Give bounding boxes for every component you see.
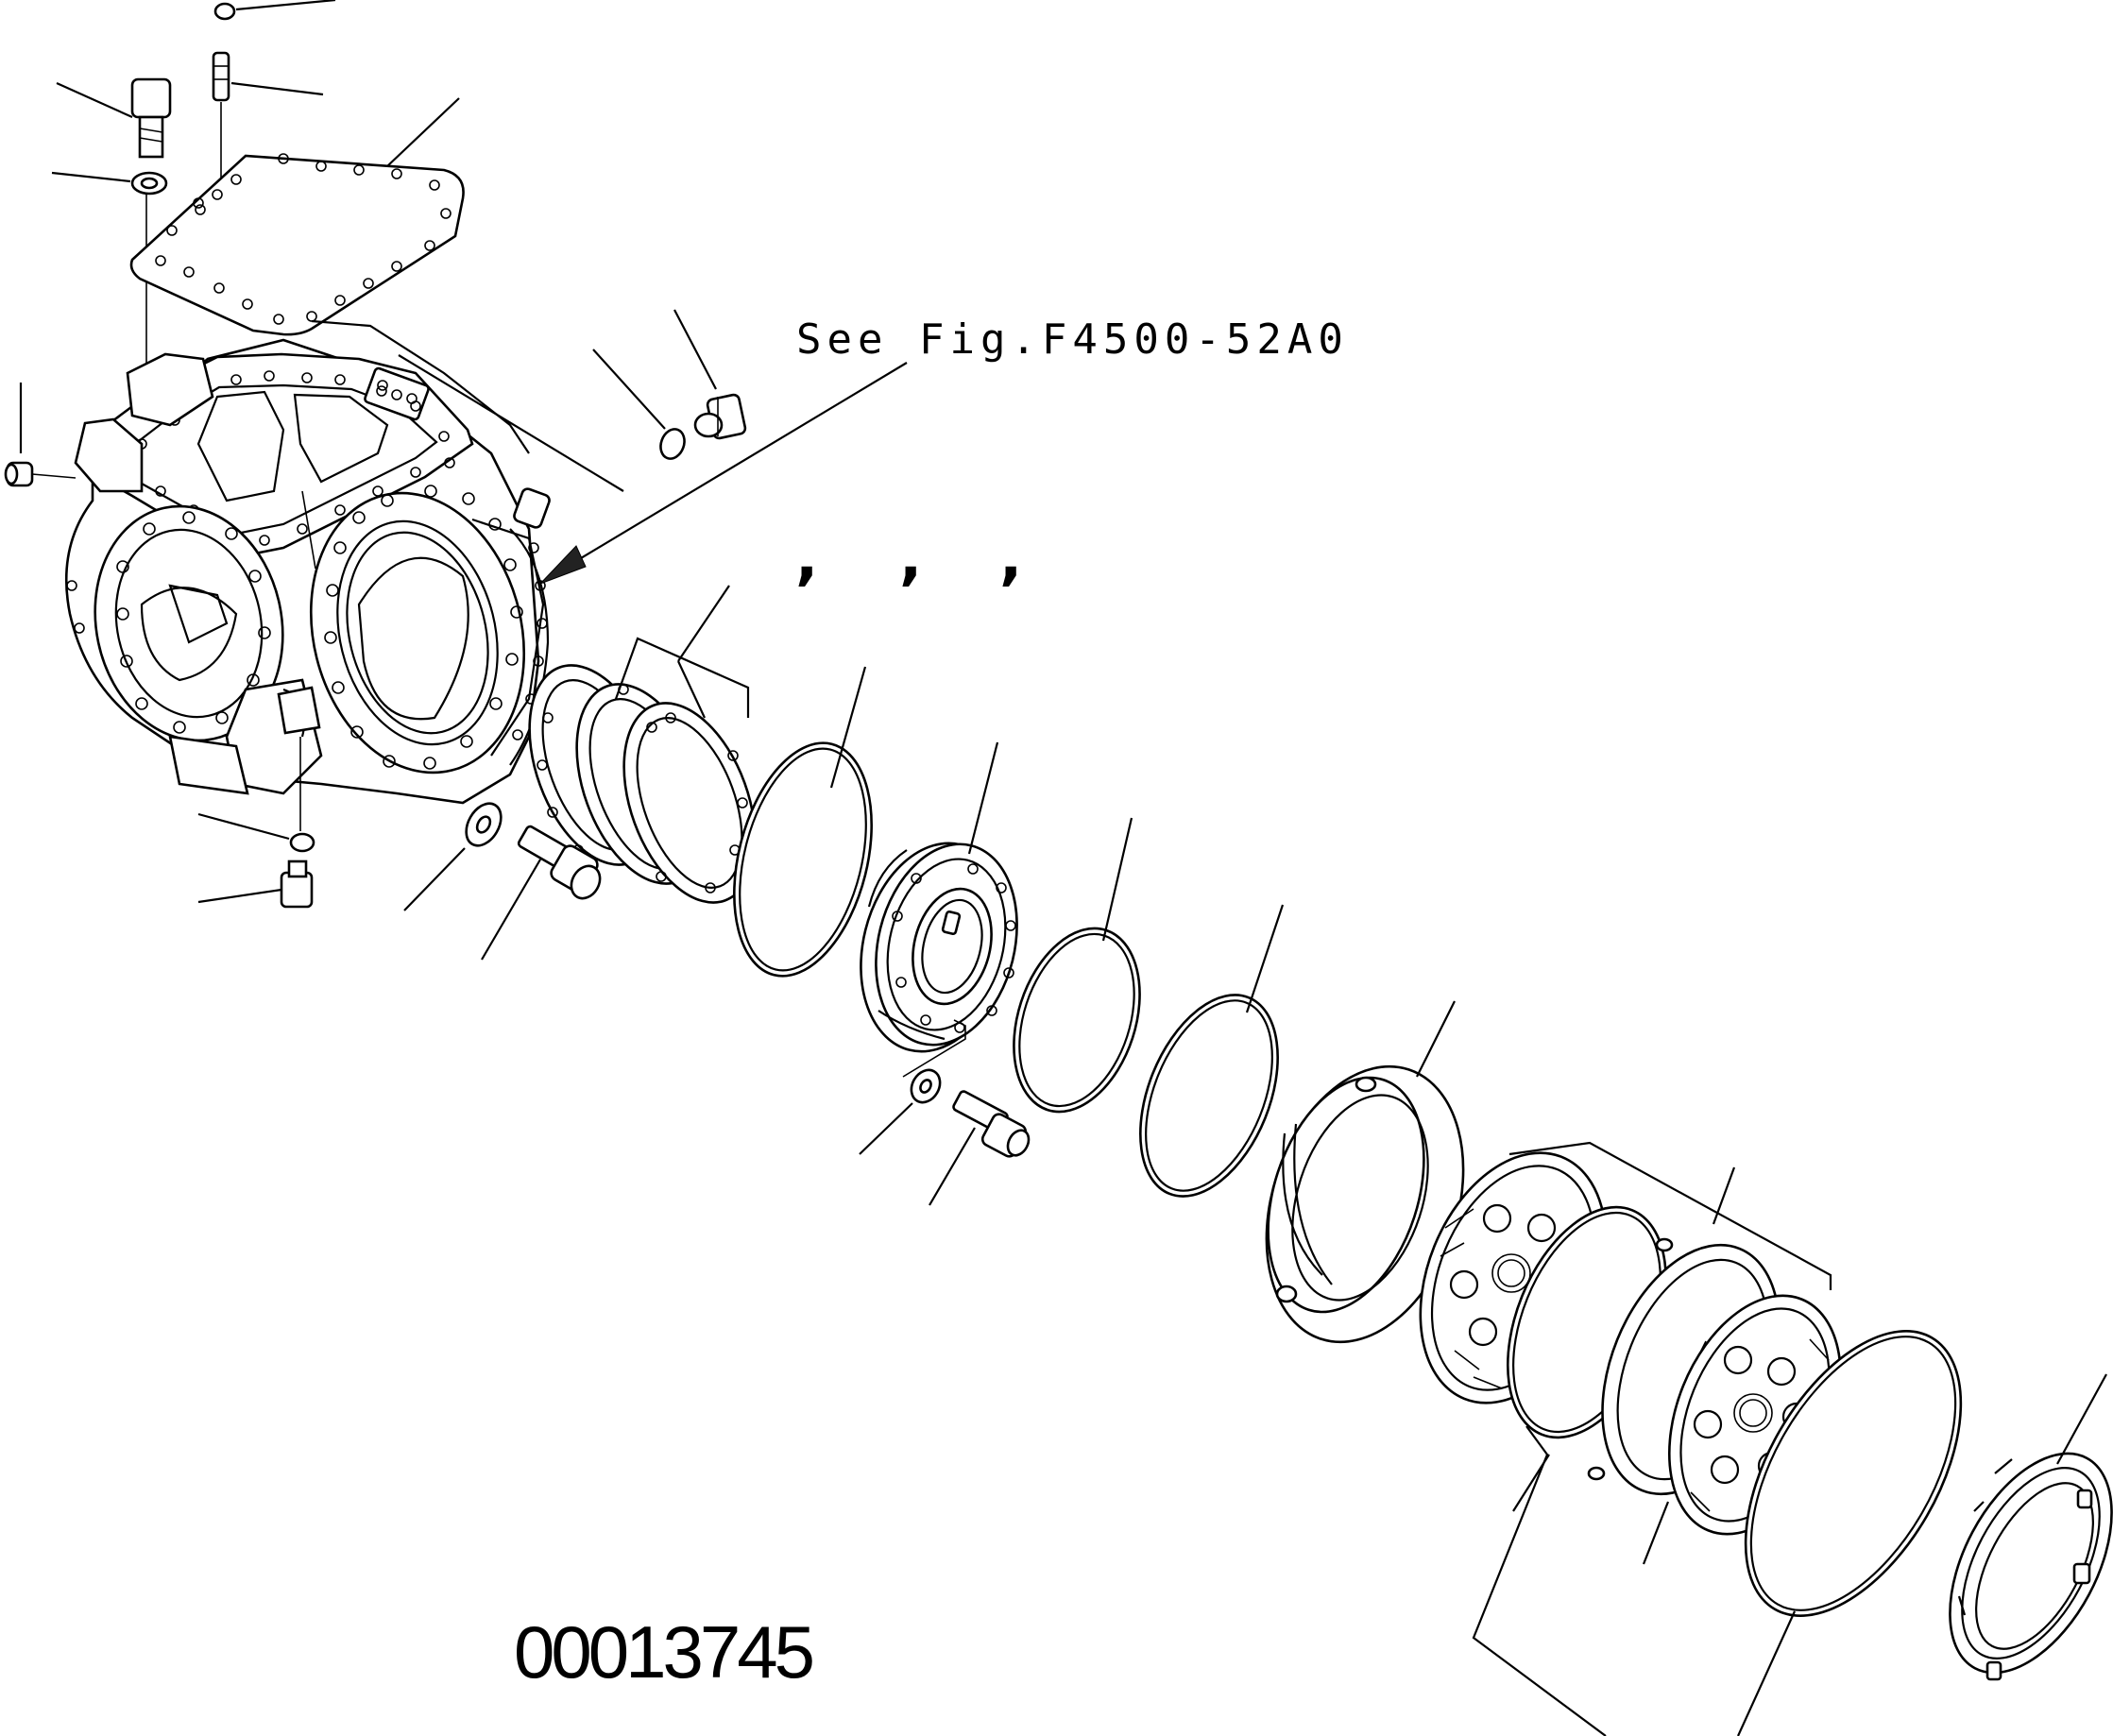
washer-small [859,1068,942,1155]
comma-3: , [999,523,1022,593]
drawing-number: 00013745 [514,1610,813,1693]
piston-retainer [860,741,1018,1078]
housing-right-bearing-area [471,487,551,766]
o-ring-2 [1013,817,1141,1114]
cover-holes [155,153,452,325]
cover-plate [129,97,465,336]
comma-2: , [899,523,922,593]
grease-fitting [212,51,324,189]
drain-plug [197,859,314,909]
o-ring-4 [1736,1330,1963,1736]
small-oring [592,349,686,460]
right-flange [309,485,526,774]
axle-housing [64,319,551,805]
bolt-mid [481,825,602,961]
washer-mid [403,802,503,911]
side-plug-left [4,383,77,487]
comma-1: , [795,523,818,593]
shim-pack [528,585,757,904]
top-plug [213,0,336,21]
bolt-small [929,1090,1031,1206]
o-ring-1 [733,666,873,978]
end-retainer [1949,1373,2113,1681]
bolt-top [56,77,172,159]
reference-note: See Fig.F4500-52A0 [539,315,1349,585]
reference-note-text: See Fig.F4500-52A0 [796,315,1349,364]
breather-plug [673,309,747,440]
shim-3 [622,702,757,904]
drain-oring [197,812,315,853]
o-ring-3 [1139,904,1285,1198]
washer-top [51,171,168,453]
shim-holes [537,684,748,894]
brake-plate [1265,1000,1465,1344]
reference-arrowhead [539,545,587,585]
left-flange [94,504,284,742]
